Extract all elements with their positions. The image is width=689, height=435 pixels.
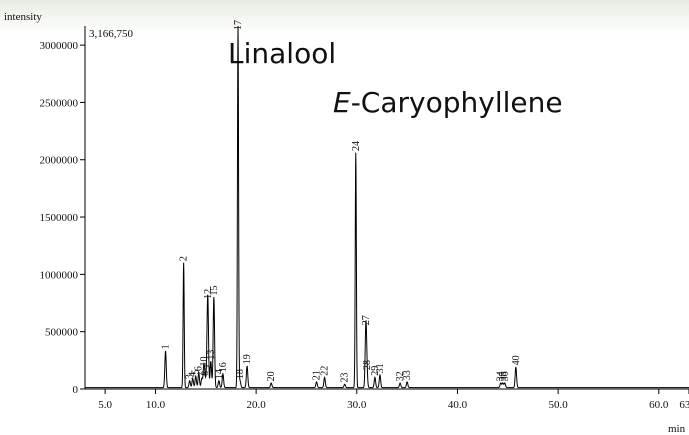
- peak-label: 15: [209, 285, 220, 295]
- peak-label: 6: [194, 366, 205, 371]
- y-tick-label: 0: [73, 384, 79, 396]
- y-tick-label: 1000000: [40, 269, 79, 281]
- peak-label: 29: [370, 366, 381, 376]
- peak-label: 18: [235, 369, 246, 379]
- y-tick-label: 500000: [45, 327, 79, 339]
- peak-label: 9: [202, 365, 213, 370]
- peak-label: 13: [206, 350, 217, 360]
- peak-label: 14: [214, 369, 225, 379]
- peak-label: 24: [351, 141, 362, 151]
- peak-label: 16: [218, 362, 229, 372]
- x-tick-label: 20.0: [247, 399, 267, 411]
- peak-label: 35: [498, 371, 509, 381]
- peak-label: 40: [511, 355, 522, 365]
- ticks: 0 500000 1000000 1500000 2000000 2500000 30000…: [40, 40, 689, 411]
- peak-label: 7: [197, 372, 208, 377]
- y-tick-label: 1500000: [40, 212, 79, 224]
- peak-label: 2: [179, 256, 190, 261]
- peak-label: 19: [242, 354, 253, 364]
- peak-label: 17: [233, 20, 244, 30]
- x-axis-label: min: [668, 423, 686, 435]
- peak-label: 20: [266, 371, 277, 381]
- peak-label: 12: [203, 289, 214, 299]
- peak-label: 5: [191, 370, 202, 375]
- caryophyllene-e-prefix: E: [333, 86, 351, 119]
- y-tick-label: 2500000: [40, 97, 79, 109]
- caryophyllene-suffix: -Caryophyllene: [351, 86, 563, 119]
- peak-label: 33: [402, 370, 413, 380]
- peak-label: 23: [340, 373, 351, 383]
- x-tick-label: 40.0: [448, 399, 468, 411]
- peak-label: 27: [361, 315, 372, 325]
- chromatogram-trace: [85, 25, 689, 389]
- peak-label: 31: [375, 363, 386, 373]
- y-tick-label: 2000000: [40, 155, 79, 167]
- peak-label: 4: [188, 372, 199, 377]
- peak-label: 3: [185, 374, 196, 379]
- y-axis-label: intensity: [4, 11, 42, 23]
- x-tick-label: 5.0: [98, 399, 112, 411]
- peak-label: 36: [500, 371, 511, 381]
- peak-label: 34: [496, 371, 507, 381]
- x-tick-label: 63.0: [679, 399, 689, 411]
- axes: [84, 26, 689, 390]
- peak-label: 28: [362, 360, 373, 370]
- x-tick-label: 30.0: [347, 399, 367, 411]
- peak-label: 8: [200, 371, 211, 376]
- y-tick-label: 3000000: [40, 40, 79, 52]
- linalool-label: Linalool: [228, 37, 336, 70]
- x-tick-label: 60.0: [649, 399, 669, 411]
- max-intensity-label: 3,166,750: [89, 28, 134, 40]
- peak-label: 21: [312, 370, 323, 380]
- x-tick-label: 10.0: [146, 399, 166, 411]
- peak-label: 22: [320, 366, 331, 376]
- x-tick-label: 50.0: [549, 399, 569, 411]
- caryophyllene-label: E-Caryophyllene: [333, 86, 563, 119]
- peak-label: 1: [161, 344, 172, 349]
- peak-label: 32: [395, 371, 406, 381]
- peak-label: 10: [199, 357, 210, 367]
